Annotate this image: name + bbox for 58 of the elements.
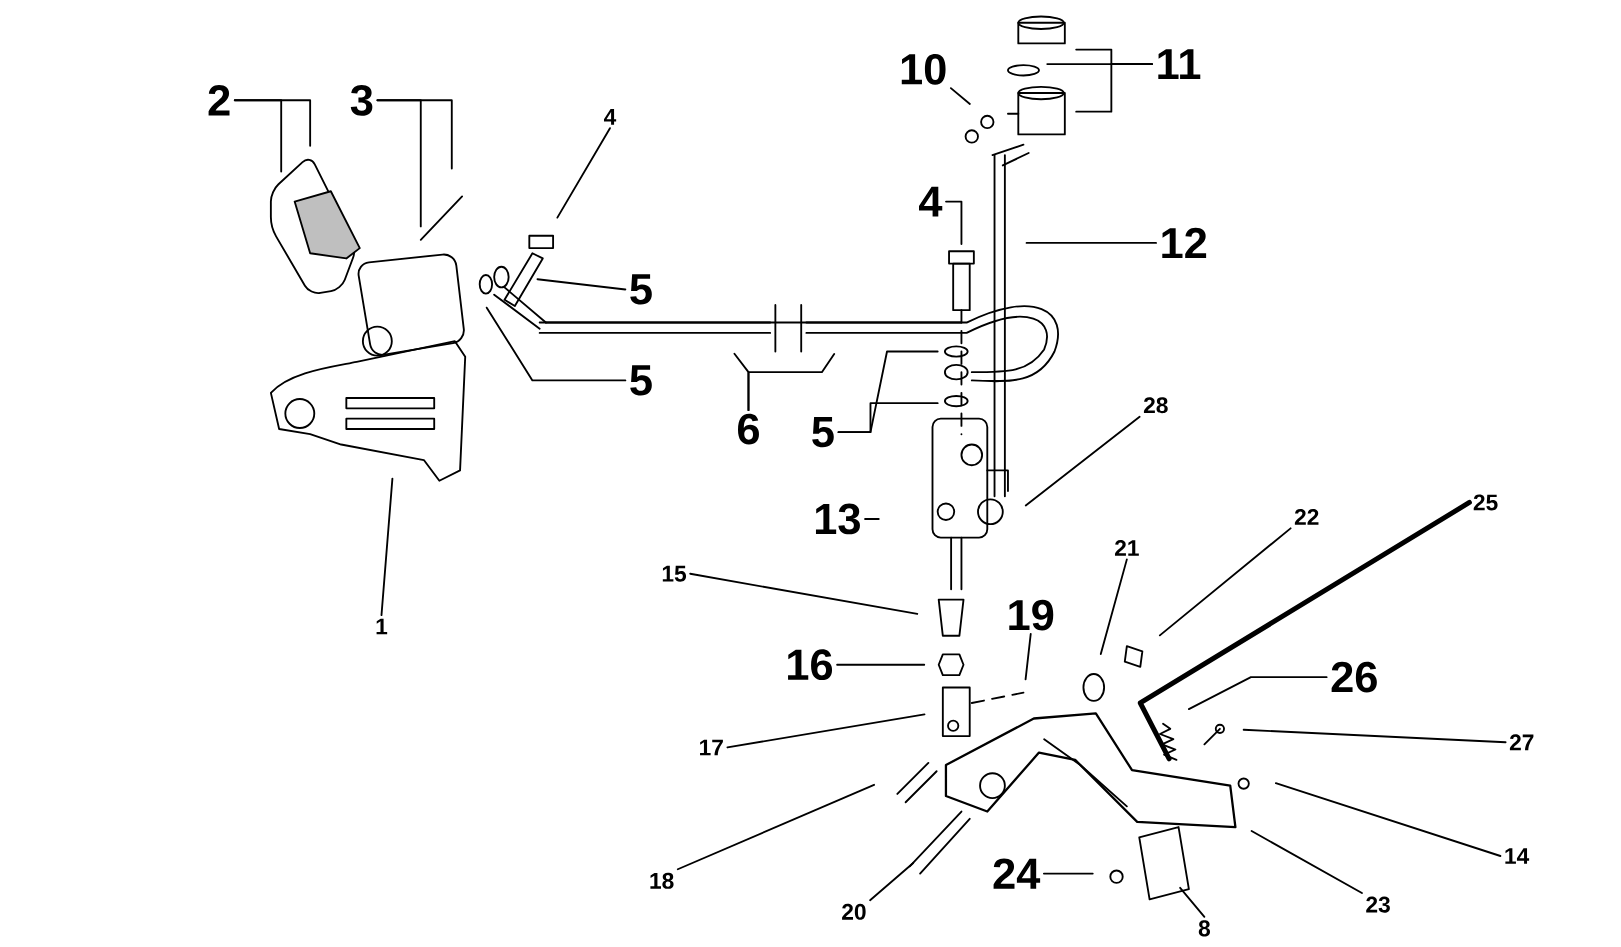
callout-number: 2 <box>208 85 230 116</box>
callout-number: 6 <box>738 413 759 445</box>
leader-line <box>1137 499 1472 762</box>
leader-line <box>376 99 422 228</box>
leader-line <box>233 99 312 147</box>
callout-number: 12 <box>1162 227 1207 259</box>
callout-number: 25 <box>1473 494 1498 511</box>
leader-line <box>1099 558 1128 655</box>
callout-number: 15 <box>662 565 687 582</box>
callout-number: 1 <box>376 618 388 635</box>
callout-number: 24 <box>993 858 1041 889</box>
leader-line <box>1075 63 1153 113</box>
callout-number: 28 <box>1143 397 1168 414</box>
callout-number: 22 <box>1294 509 1319 525</box>
callout-number: 11 <box>1158 49 1201 80</box>
leader-line <box>945 200 963 245</box>
leader-line <box>864 518 880 520</box>
leader-line <box>1024 415 1141 507</box>
leader-line <box>485 306 627 382</box>
leader-line <box>747 353 836 412</box>
callout-number: 8 <box>1198 920 1210 937</box>
callout-number: 18 <box>650 872 674 889</box>
callout-number: 23 <box>1366 896 1390 913</box>
callout-number: 21 <box>1115 540 1139 556</box>
leader-line <box>869 862 915 902</box>
leader-line <box>1024 633 1032 681</box>
leader-line <box>1158 527 1292 637</box>
callout-number: 5 <box>812 417 834 448</box>
leader-line <box>689 572 919 615</box>
callout-number: 4 <box>604 109 617 125</box>
leader-line <box>726 713 926 749</box>
leader-line <box>1025 242 1157 244</box>
leader-line <box>837 402 939 434</box>
leader-line <box>536 278 627 291</box>
leader-line <box>1250 830 1363 894</box>
callout-number: 20 <box>842 903 866 920</box>
leader-line <box>1242 728 1507 744</box>
leader-line <box>1179 886 1206 918</box>
callout-number: 4 <box>919 186 943 217</box>
leader-line <box>836 663 926 666</box>
leader-line <box>1274 782 1502 857</box>
callout-number: 16 <box>788 649 833 681</box>
callout-number: 5 <box>630 365 652 396</box>
leader-line <box>380 477 394 617</box>
callout-number: 5 <box>630 274 652 305</box>
callout-number: 13 <box>815 503 860 535</box>
leader-line <box>676 783 875 871</box>
callout-number: 27 <box>1509 734 1534 751</box>
callout-number: 14 <box>1505 848 1530 864</box>
leader-line <box>1042 872 1094 875</box>
leader-line <box>949 87 971 105</box>
leader-line <box>556 127 611 219</box>
callout-number: 26 <box>1331 661 1377 693</box>
callout-number: 17 <box>700 739 723 756</box>
callout-number: 19 <box>1009 599 1054 631</box>
leader-line <box>1187 676 1328 711</box>
callout-number: 10 <box>901 53 946 85</box>
callout-number: 3 <box>350 84 373 116</box>
